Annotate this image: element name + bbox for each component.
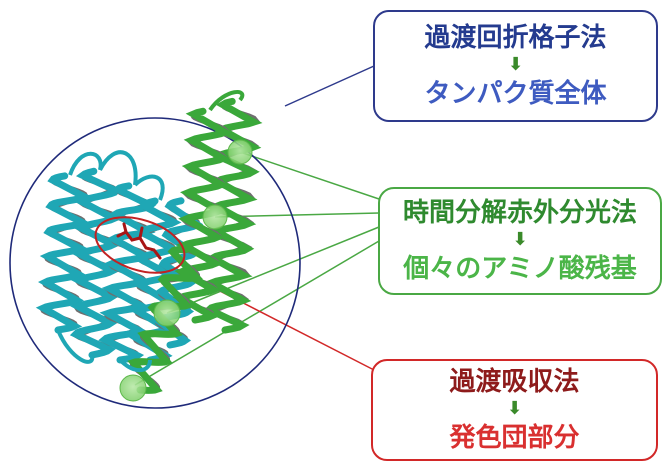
connector-line-green-3 bbox=[166, 226, 380, 314]
whole-protein-label: タンパク質全体 bbox=[424, 79, 607, 109]
cyan-helix-2 bbox=[69, 167, 123, 359]
time-resolved-ir-box: 時間分解赤外分光法 ⬇ 個々のアミノ酸残基 bbox=[378, 187, 662, 295]
protein-ribbon-structure bbox=[35, 90, 263, 394]
green-helix-2 bbox=[172, 107, 233, 324]
loop-segment bbox=[133, 174, 165, 201]
time-resolved-ir-method-label: 時間分解赤外分光法 bbox=[402, 198, 637, 228]
chromophore-part-label: 発色団部分 bbox=[449, 423, 580, 453]
transient-grating-method-label: 過渡回折格子法 bbox=[424, 23, 607, 53]
residue-highlight-2 bbox=[202, 204, 228, 230]
cyan-helix-1 bbox=[35, 172, 93, 334]
amino-acid-residues-label: 個々のアミノ酸残基 bbox=[403, 254, 637, 284]
down-arrow-icon: ⬇ bbox=[512, 229, 528, 250]
connector-line-green-1 bbox=[239, 151, 380, 200]
loop-segment bbox=[208, 90, 245, 112]
connector-line-blue bbox=[284, 65, 375, 107]
residue-highlight-1 bbox=[227, 139, 253, 165]
down-arrow-icon: ⬇ bbox=[506, 398, 523, 419]
loop-segment bbox=[98, 150, 138, 186]
loop-segment bbox=[56, 329, 95, 364]
protein-enclosure-circle bbox=[9, 117, 301, 409]
connector-line-green-4 bbox=[134, 240, 380, 386]
residue-highlight-3 bbox=[153, 299, 181, 327]
transient-absorption-method-label: 過渡吸収法 bbox=[449, 367, 580, 397]
down-arrow-icon: ⬇ bbox=[507, 54, 524, 75]
residue-highlight-4 bbox=[119, 374, 147, 402]
transient-grating-box: 過渡回折格子法 ⬇ タンパク質全体 bbox=[373, 10, 658, 122]
chromophore-molecule bbox=[116, 222, 162, 260]
green-helix-3 bbox=[127, 246, 203, 394]
loop-segment bbox=[118, 358, 152, 373]
chromophore-ellipse bbox=[94, 216, 186, 274]
transient-absorption-box: 過渡吸収法 ⬇ 発色団部分 bbox=[371, 359, 658, 461]
